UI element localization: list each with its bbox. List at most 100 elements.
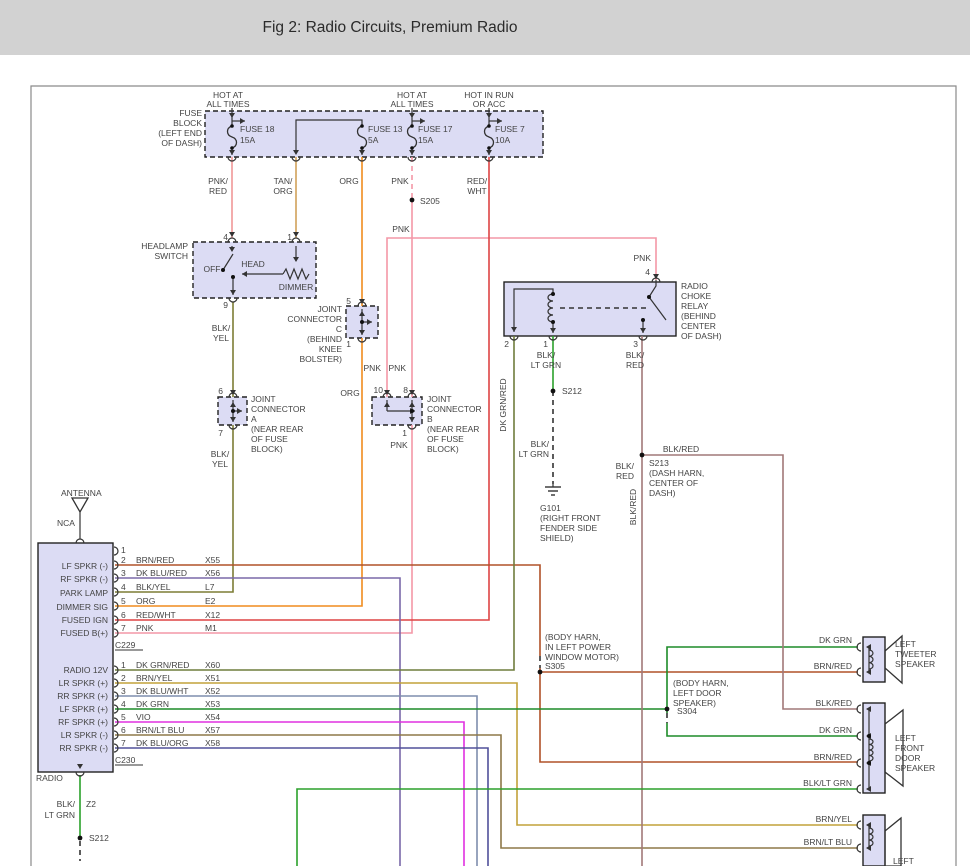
- arrowhead: [866, 822, 871, 828]
- label: DIMMER: [279, 282, 313, 292]
- pin-arc: [407, 424, 417, 430]
- label: (BODY HARN,: [673, 678, 729, 688]
- junction-dot: [231, 409, 235, 413]
- label: FUSE 18: [240, 124, 275, 134]
- label: BLK/: [57, 799, 76, 809]
- label: ORG: [273, 186, 292, 196]
- label: 6: [121, 610, 126, 620]
- label: BLOCK: [173, 118, 202, 128]
- label: DK GRN: [819, 635, 852, 645]
- arrowhead: [229, 113, 235, 118]
- pin-arc: [291, 237, 301, 243]
- label: ORG: [339, 176, 358, 186]
- title-bar: Fig 2: Radio Circuits, Premium Radio: [0, 0, 970, 55]
- dk-grn-red-radio12v: [115, 336, 515, 671]
- junction-dot: [360, 124, 364, 128]
- pin-arc: [113, 678, 119, 688]
- label: (BODY HARN,: [545, 632, 601, 642]
- label: M1: [205, 623, 217, 633]
- pin-arc: [227, 237, 237, 243]
- label: IN LEFT POWER: [545, 642, 611, 652]
- fuse-element: [483, 125, 495, 149]
- label: 4: [645, 267, 650, 277]
- label: 1: [121, 660, 126, 670]
- dk-grn-s304-door: [666, 723, 858, 737]
- label: X55: [205, 555, 220, 565]
- label: RADIO 12V: [64, 665, 109, 675]
- junction-dot: [230, 146, 234, 150]
- label: ALL TIMES: [207, 99, 250, 109]
- arrowhead: [866, 706, 871, 712]
- label: S304: [677, 706, 697, 716]
- label: YEL: [213, 333, 229, 343]
- label: HEAD: [241, 259, 265, 269]
- label: OFF: [204, 264, 221, 274]
- label: 4: [121, 582, 126, 592]
- figure-title: Fig 2: Radio Circuits, Premium Radio: [262, 19, 518, 36]
- pin-arc: [113, 717, 119, 727]
- pin-arc: [228, 424, 238, 430]
- arrowhead: [420, 118, 425, 124]
- radio-choke-relay: [503, 281, 677, 337]
- label: 15A: [240, 135, 255, 145]
- label: C229: [115, 640, 136, 650]
- relay-coil: [547, 293, 554, 323]
- relay-coil-left: [513, 288, 554, 332]
- arrowhead: [293, 150, 299, 155]
- pin-arc: [113, 730, 119, 740]
- label: (RIGHT FRONT: [540, 513, 601, 523]
- label: 1: [287, 232, 292, 242]
- label: FUSED IGN: [62, 615, 108, 625]
- label: BLK/RED: [628, 489, 638, 525]
- label: S305: [545, 661, 565, 671]
- pin-arc: [227, 156, 237, 162]
- label: PNK/: [208, 176, 228, 186]
- label: RR SPKR (-): [59, 743, 108, 753]
- arrowhead: [230, 402, 236, 407]
- label: CONNECTOR: [427, 404, 482, 414]
- splice-s205: [409, 197, 415, 203]
- label: DK BLU/ORG: [136, 738, 188, 748]
- pin-arc: [113, 691, 119, 701]
- brn-red-s305-tweeter: [539, 668, 858, 673]
- pin-arc: [113, 560, 119, 570]
- label: BLK/: [537, 350, 556, 360]
- red-wht-feed: [115, 157, 490, 621]
- label: BLK/RED: [816, 698, 852, 708]
- splice-s212: [550, 388, 556, 394]
- label: SWITCH: [154, 251, 188, 261]
- fuse-block: [204, 110, 544, 158]
- pin-arc: [228, 297, 238, 303]
- arrowhead: [77, 764, 83, 769]
- label: ORG: [136, 596, 155, 606]
- label: RR SPKR (+): [57, 691, 108, 701]
- label: BLK/: [626, 350, 645, 360]
- left-tweeter-speaker-box: [862, 636, 886, 683]
- label: E2: [205, 596, 216, 606]
- label: BLK/: [531, 439, 550, 449]
- label: BRN/LT BLU: [804, 837, 852, 847]
- label: (BEHIND: [307, 334, 342, 344]
- label: 1: [346, 339, 351, 349]
- arrowhead: [409, 417, 415, 422]
- fuse-jumper: [295, 119, 363, 152]
- door-cone: [884, 708, 904, 788]
- label: S212: [562, 386, 582, 396]
- pin-arc: [113, 704, 119, 714]
- label: BRN/RED: [136, 555, 174, 565]
- fuse-element: [226, 125, 238, 149]
- label: 1: [121, 545, 126, 555]
- label: S205: [420, 196, 440, 206]
- label: HOT IN RUN: [464, 90, 513, 100]
- label: CENTER OF: [649, 478, 698, 488]
- pin-arc: [856, 667, 862, 677]
- label: LEFT DOOR: [673, 688, 722, 698]
- label: OF FUSE: [427, 434, 464, 444]
- pin-arc: [357, 337, 367, 343]
- label: X51: [205, 673, 220, 683]
- pin-arc: [113, 601, 119, 611]
- label: RED: [616, 471, 634, 481]
- pin-arc: [548, 335, 558, 341]
- label: DK BLU/WHT: [136, 686, 188, 696]
- blk-red-s213-branch: [642, 454, 858, 710]
